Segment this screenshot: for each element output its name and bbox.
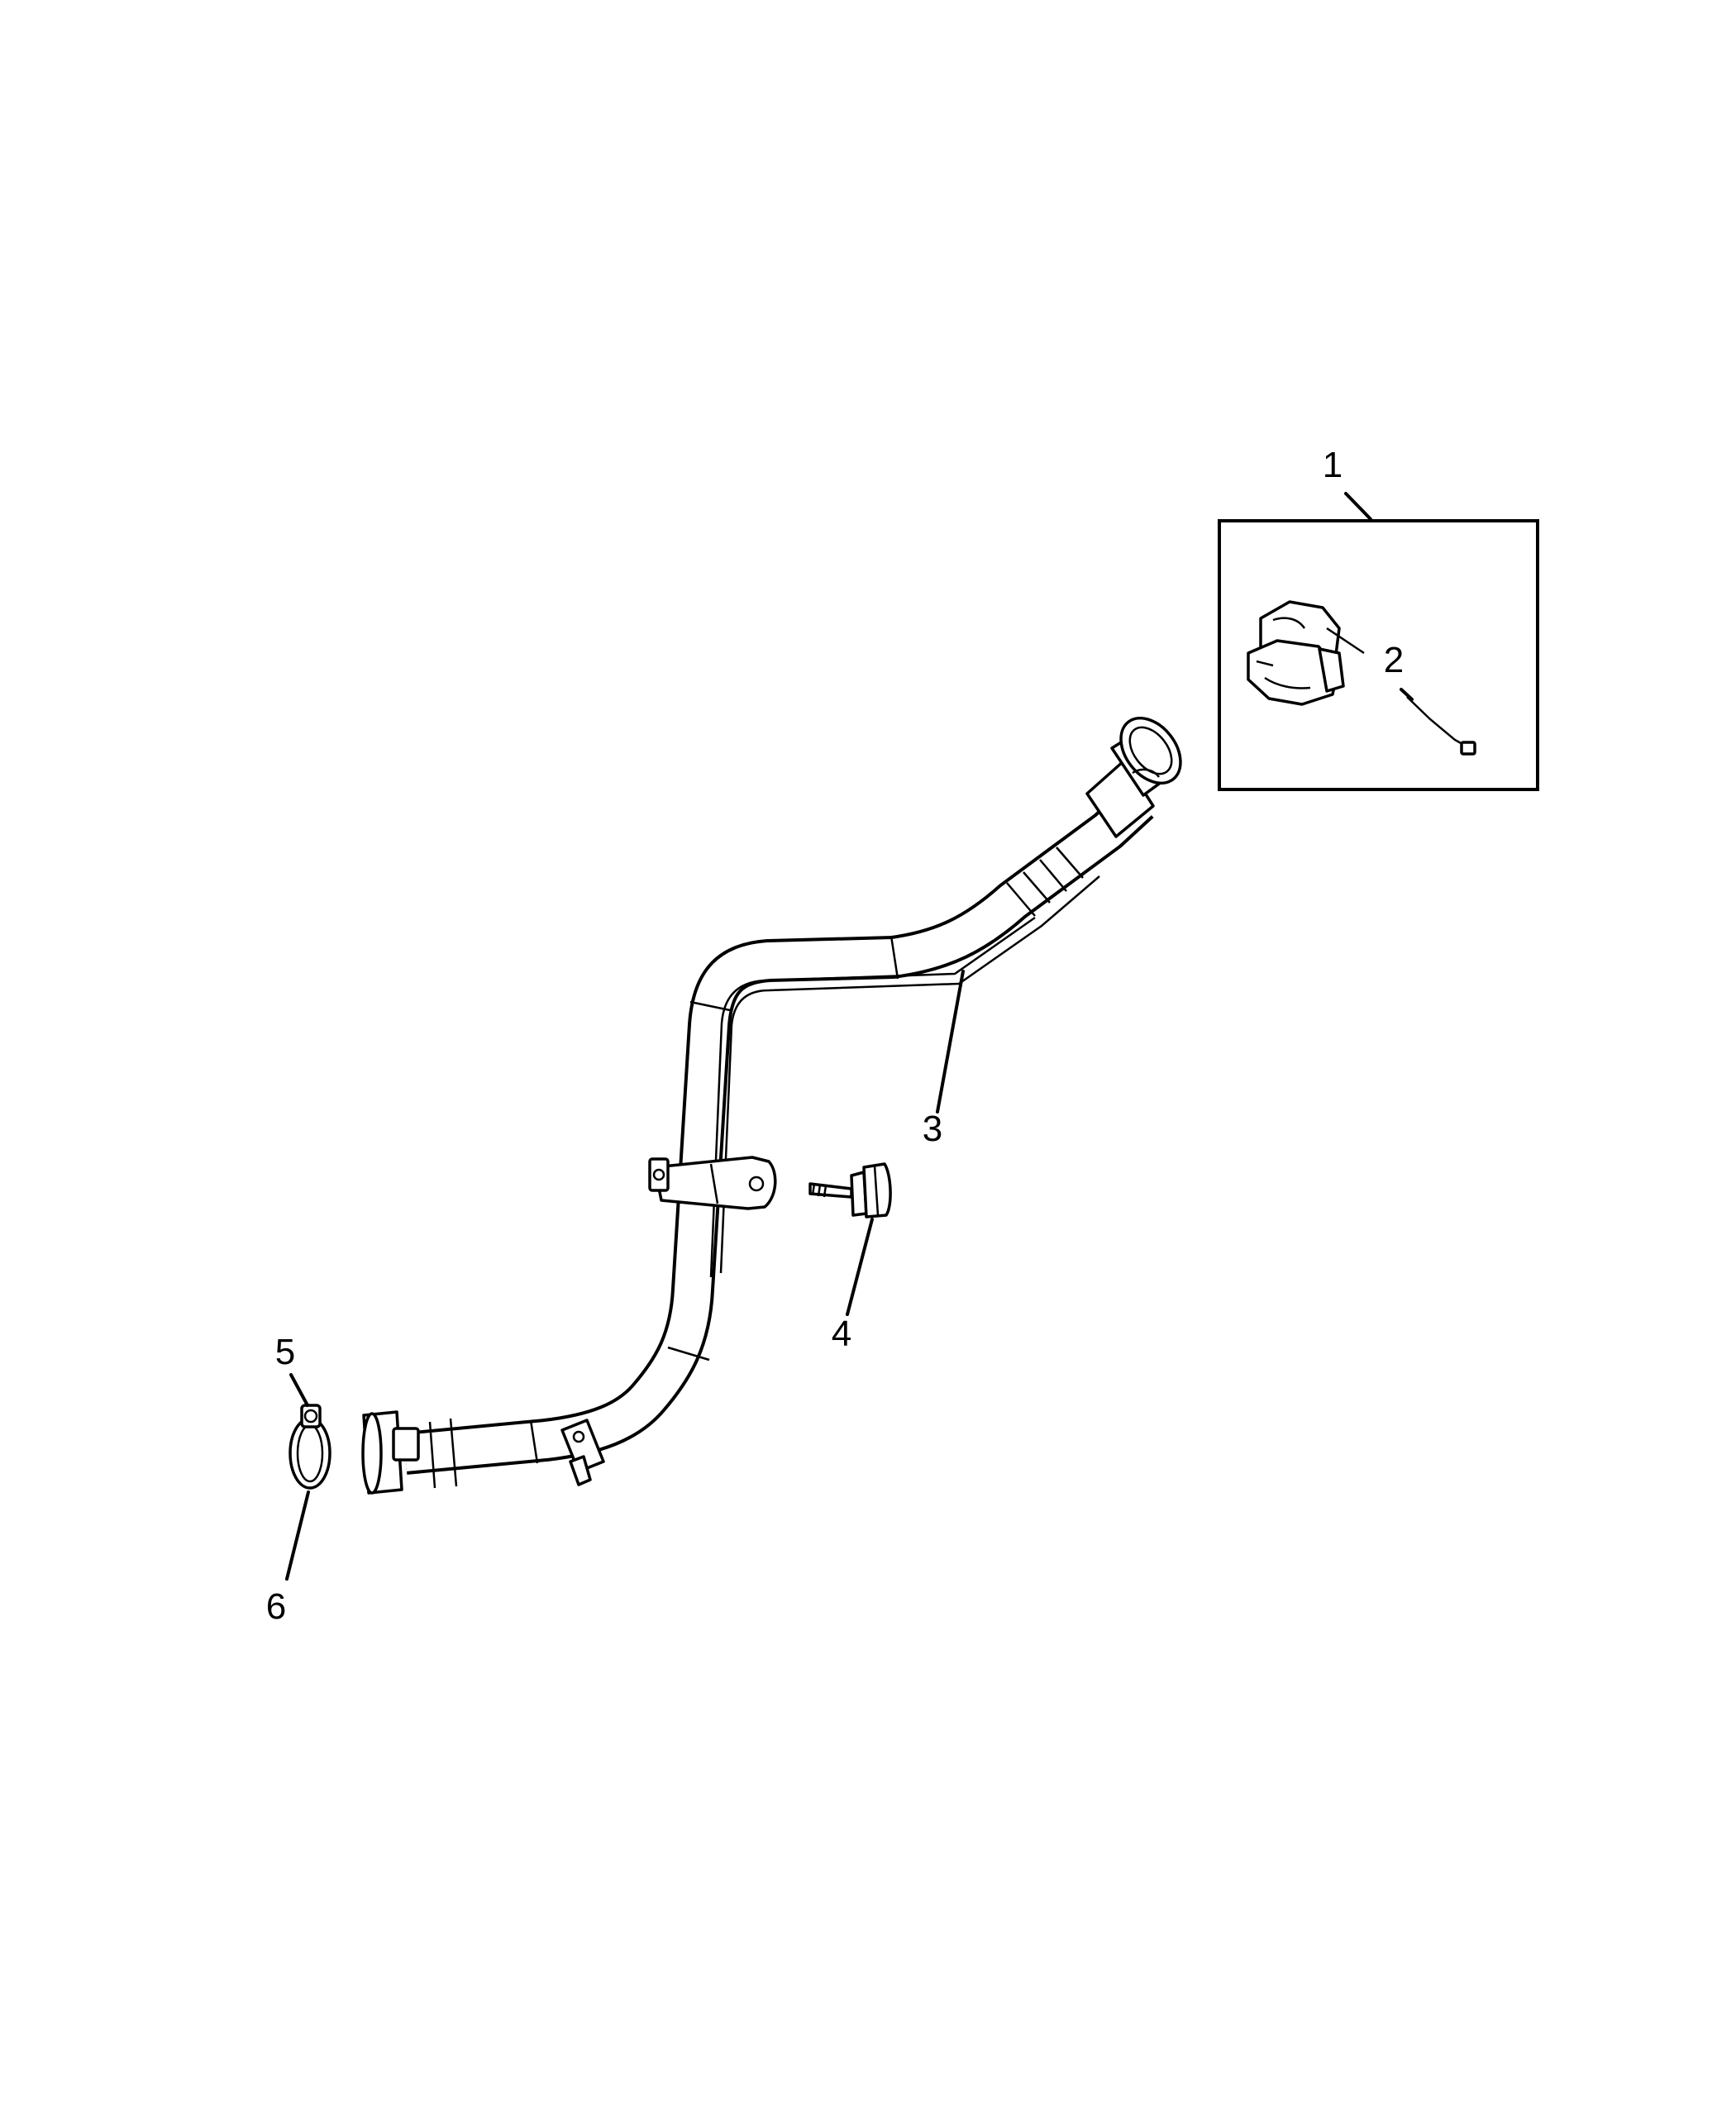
callout-4: 4 [832, 1314, 851, 1354]
callout-5: 5 [275, 1332, 295, 1372]
callout-6: 6 [266, 1586, 286, 1627]
callout-3: 3 [923, 1109, 942, 1149]
fuel-filler-tube [361, 716, 1182, 1495]
callout-2: 2 [1384, 640, 1404, 680]
cap-tether [1326, 627, 1476, 756]
callout-1: 1 [1323, 445, 1343, 485]
bolt [808, 1162, 892, 1219]
fuel-cap [1247, 600, 1345, 706]
hose-clamp [289, 1404, 331, 1490]
